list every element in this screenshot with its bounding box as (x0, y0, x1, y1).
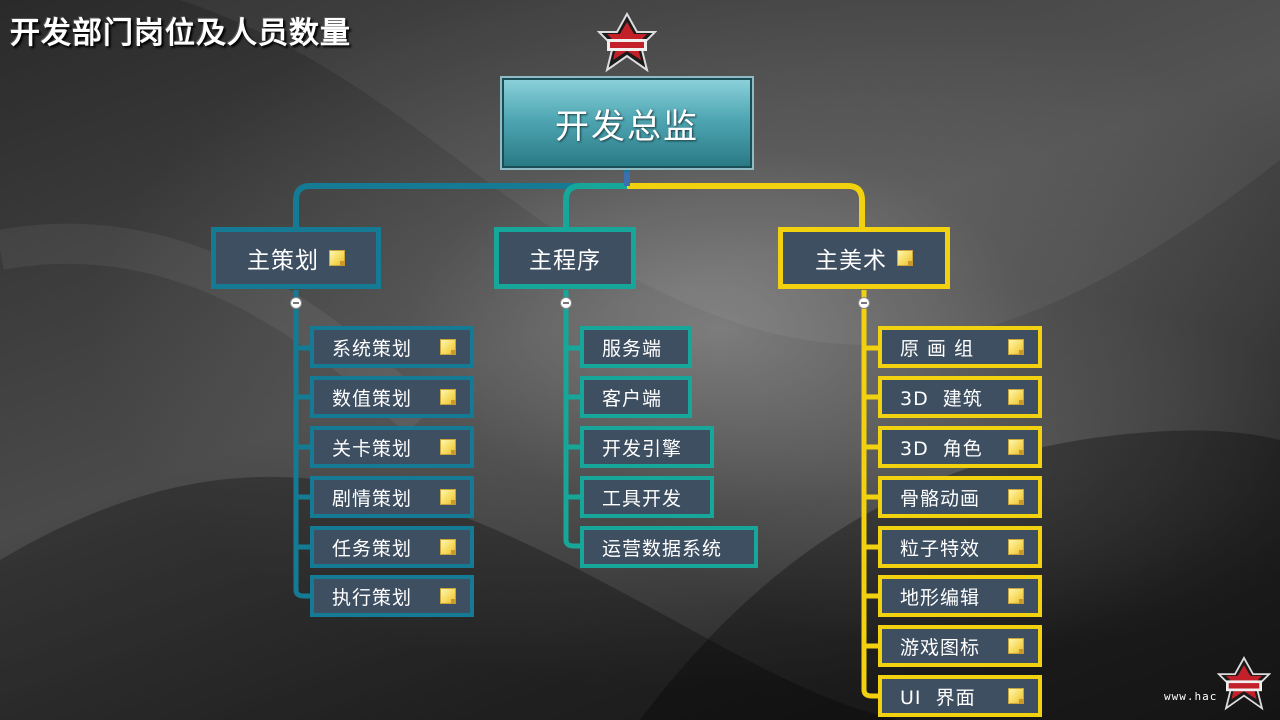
child-node-label: UI 界面 (900, 686, 976, 709)
note-icon (1008, 638, 1024, 654)
collapse-toggle-icon[interactable] (858, 297, 870, 309)
branch-node-lead-planner[interactable]: 主策划 (211, 227, 381, 289)
child-node-game-icons[interactable]: 游戏图标 (878, 625, 1042, 667)
child-node-label: 关卡策划 (332, 437, 413, 460)
note-icon (897, 250, 913, 266)
child-node-label: 游戏图标 (900, 636, 981, 659)
note-icon (440, 439, 456, 455)
note-icon (1008, 439, 1024, 455)
note-icon (1008, 688, 1024, 704)
child-node-concept-art[interactable]: 原 画 组 (878, 326, 1042, 368)
page-title: 开发部门岗位及人员数量 (10, 16, 351, 51)
child-node-label: 服务端 (602, 337, 663, 360)
child-node-engine[interactable]: 开发引擎 (580, 426, 714, 468)
branch-node-label: 主美术 (815, 248, 887, 274)
child-node-execution-design[interactable]: 执行策划 (310, 575, 474, 617)
child-node-label: 开发引擎 (602, 437, 683, 460)
note-icon (1008, 389, 1024, 405)
collapse-toggle-icon[interactable] (560, 297, 572, 309)
star-emblem-logo (597, 12, 657, 73)
child-node-terrain-editing[interactable]: 地形编辑 (878, 575, 1042, 617)
collapse-toggle-icon[interactable] (290, 297, 302, 309)
note-icon (1008, 339, 1024, 355)
child-node-ui-interface[interactable]: UI 界面 (878, 675, 1042, 717)
child-node-tools[interactable]: 工具开发 (580, 476, 714, 518)
child-node-story-design[interactable]: 剧情策划 (310, 476, 474, 518)
child-node-server[interactable]: 服务端 (580, 326, 692, 368)
child-node-label: 运营数据系统 (602, 537, 723, 560)
child-node-label: 粒子特效 (900, 537, 981, 560)
note-icon (440, 489, 456, 505)
child-node-label: 系统策划 (332, 337, 413, 360)
child-node-quest-design[interactable]: 任务策划 (310, 526, 474, 568)
note-icon (440, 339, 456, 355)
note-icon (1008, 539, 1024, 555)
branch-node-lead-artist[interactable]: 主美术 (778, 227, 950, 289)
child-node-label: 剧情策划 (332, 487, 413, 510)
root-node-director[interactable]: 开发总监 (500, 76, 754, 170)
child-node-particle-effects[interactable]: 粒子特效 (878, 526, 1042, 568)
child-node-label: 工具开发 (602, 487, 683, 510)
child-node-3d-architecture[interactable]: 3D 建筑 (878, 376, 1042, 418)
child-node-3d-character[interactable]: 3D 角色 (878, 426, 1042, 468)
child-node-operations-data[interactable]: 运营数据系统 (580, 526, 758, 568)
note-icon (440, 539, 456, 555)
note-icon (440, 588, 456, 604)
note-icon (440, 389, 456, 405)
note-icon (329, 250, 345, 266)
note-icon (1008, 489, 1024, 505)
child-node-label: 地形编辑 (900, 586, 981, 609)
child-node-label: 骨骼动画 (900, 487, 981, 510)
star-emblem-logo (1217, 656, 1271, 711)
child-node-label: 客户端 (602, 387, 663, 410)
child-node-label: 3D 角色 (900, 437, 983, 460)
note-icon (1008, 588, 1024, 604)
branch-node-lead-programmer[interactable]: 主程序 (494, 227, 636, 289)
child-node-numerical-design[interactable]: 数值策划 (310, 376, 474, 418)
branch-node-label: 主程序 (529, 248, 601, 274)
child-node-label: 数值策划 (332, 387, 413, 410)
child-node-label: 原 画 组 (900, 337, 975, 360)
child-node-client[interactable]: 客户端 (580, 376, 692, 418)
branch-node-label: 主策划 (247, 248, 319, 274)
child-node-skeletal-animation[interactable]: 骨骼动画 (878, 476, 1042, 518)
child-node-label: 任务策划 (332, 537, 413, 560)
root-node-label: 开发总监 (555, 106, 699, 147)
child-node-system-design[interactable]: 系统策划 (310, 326, 474, 368)
watermark: www.hac (1164, 690, 1218, 703)
child-node-level-design[interactable]: 关卡策划 (310, 426, 474, 468)
child-node-label: 执行策划 (332, 586, 413, 609)
child-node-label: 3D 建筑 (900, 387, 983, 410)
